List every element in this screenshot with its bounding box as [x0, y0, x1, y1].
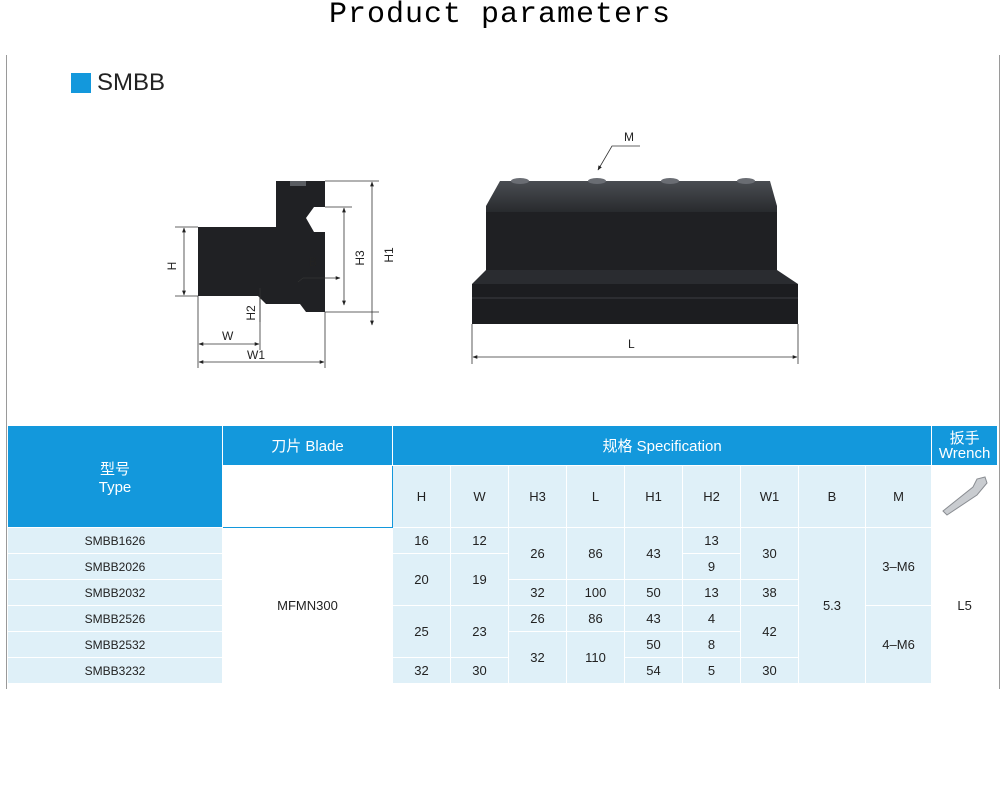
cell-h3: 32 — [508, 631, 567, 684]
cell-h1: 50 — [624, 631, 683, 658]
cell-h2: 9 — [682, 553, 741, 580]
cell-h2: 4 — [682, 605, 741, 632]
blade-value: MFMN300 — [222, 527, 393, 684]
col-header-h3: H3 — [508, 465, 567, 528]
cell-m: 4–M6 — [864, 605, 933, 684]
cell-w: 19 — [450, 553, 509, 606]
side-view: H W W1 H2 H3 H1 B — [165, 180, 396, 368]
table-row-type: SMBB2532 — [7, 631, 223, 658]
hex-wrench-icon — [941, 476, 988, 516]
cell-h1: 43 — [624, 527, 683, 580]
model-square-icon — [71, 73, 91, 93]
cell-w1: 30 — [740, 657, 799, 684]
cell-w1: 42 — [740, 605, 799, 658]
cell-b: 5.3 — [798, 527, 866, 684]
dim-label-w1: W1 — [247, 348, 265, 362]
cell-w1: 38 — [740, 579, 799, 606]
col-header-h: H — [392, 465, 451, 528]
dim-label-h1: H1 — [382, 247, 396, 263]
header-type-en: Type — [98, 478, 132, 496]
header-wrench-en: Wrench — [938, 444, 991, 462]
cell-h1: 50 — [624, 579, 683, 606]
cell-l: 86 — [566, 527, 625, 580]
col-header-h2: H2 — [682, 465, 741, 528]
col-header-m: M — [864, 465, 933, 528]
cell-h1: 54 — [624, 657, 683, 684]
cell-l: 100 — [566, 579, 625, 606]
table-row-type: SMBB2526 — [7, 605, 223, 632]
cell-h2: 13 — [682, 527, 741, 554]
col-header-b: B — [798, 465, 866, 528]
front-view: M L — [471, 130, 799, 364]
col-header-w1: W1 — [740, 465, 799, 528]
technical-drawing: H W W1 H2 H3 H1 B M L — [165, 130, 799, 368]
col-header-l: L — [566, 465, 625, 528]
dim-label-b: B — [309, 255, 317, 269]
header-wrench: 扳手 Wrench — [931, 425, 999, 466]
table-row-type: SMBB2026 — [7, 553, 223, 580]
cell-h3: 32 — [508, 579, 567, 606]
dim-label-l: L — [628, 337, 635, 351]
header-type: 型号 Type — [7, 425, 223, 528]
cell-w: 30 — [450, 657, 509, 684]
cell-h2: 8 — [682, 631, 741, 658]
model-name: SMBB — [97, 69, 166, 96]
cell-h: 20 — [392, 553, 451, 606]
cell-w1: 30 — [740, 527, 799, 580]
cell-h: 16 — [392, 527, 451, 554]
cell-m: 3–M6 — [864, 527, 933, 606]
col-header-h1: H1 — [624, 465, 683, 528]
cell-h2: 13 — [682, 579, 741, 606]
header-type-cn: 型号 — [99, 460, 130, 478]
wrench-icon-cell — [931, 465, 999, 528]
header-wrench-cn: 扳手 — [949, 429, 980, 447]
cell-w: 23 — [450, 605, 509, 658]
header-blade: 刀片 Blade — [222, 425, 393, 466]
cell-h: 32 — [392, 657, 451, 684]
dim-label-h2: H2 — [244, 305, 258, 321]
col-header-w: W — [450, 465, 509, 528]
cell-h3: 26 — [508, 605, 567, 632]
cell-h: 25 — [392, 605, 451, 658]
cell-l: 110 — [566, 631, 625, 684]
header-specification: 规格 Specification — [391, 425, 933, 466]
cell-wrench: L5 — [931, 527, 999, 684]
table-row-type: SMBB3232 — [7, 657, 223, 684]
spec-table: 型号 Type 刀片 Blade 规格 Specification 扳手 Wre… — [7, 425, 999, 684]
cell-h3: 26 — [508, 527, 567, 580]
table-row-type: SMBB2032 — [7, 579, 223, 606]
page-title: Product parameters — [328, 0, 672, 32]
model-heading: SMBB — [71, 69, 165, 97]
table-row-type: SMBB1626 — [7, 527, 223, 554]
dim-label-h3: H3 — [353, 250, 367, 266]
cell-w: 12 — [450, 527, 509, 554]
cell-h1: 43 — [624, 605, 683, 632]
dim-label-m: M — [624, 130, 634, 144]
dim-label-w: W — [222, 329, 234, 343]
cell-h2: 5 — [682, 657, 741, 684]
dim-label-h: H — [165, 262, 179, 271]
blade-header-blank — [222, 465, 393, 528]
cell-l: 86 — [566, 605, 625, 632]
